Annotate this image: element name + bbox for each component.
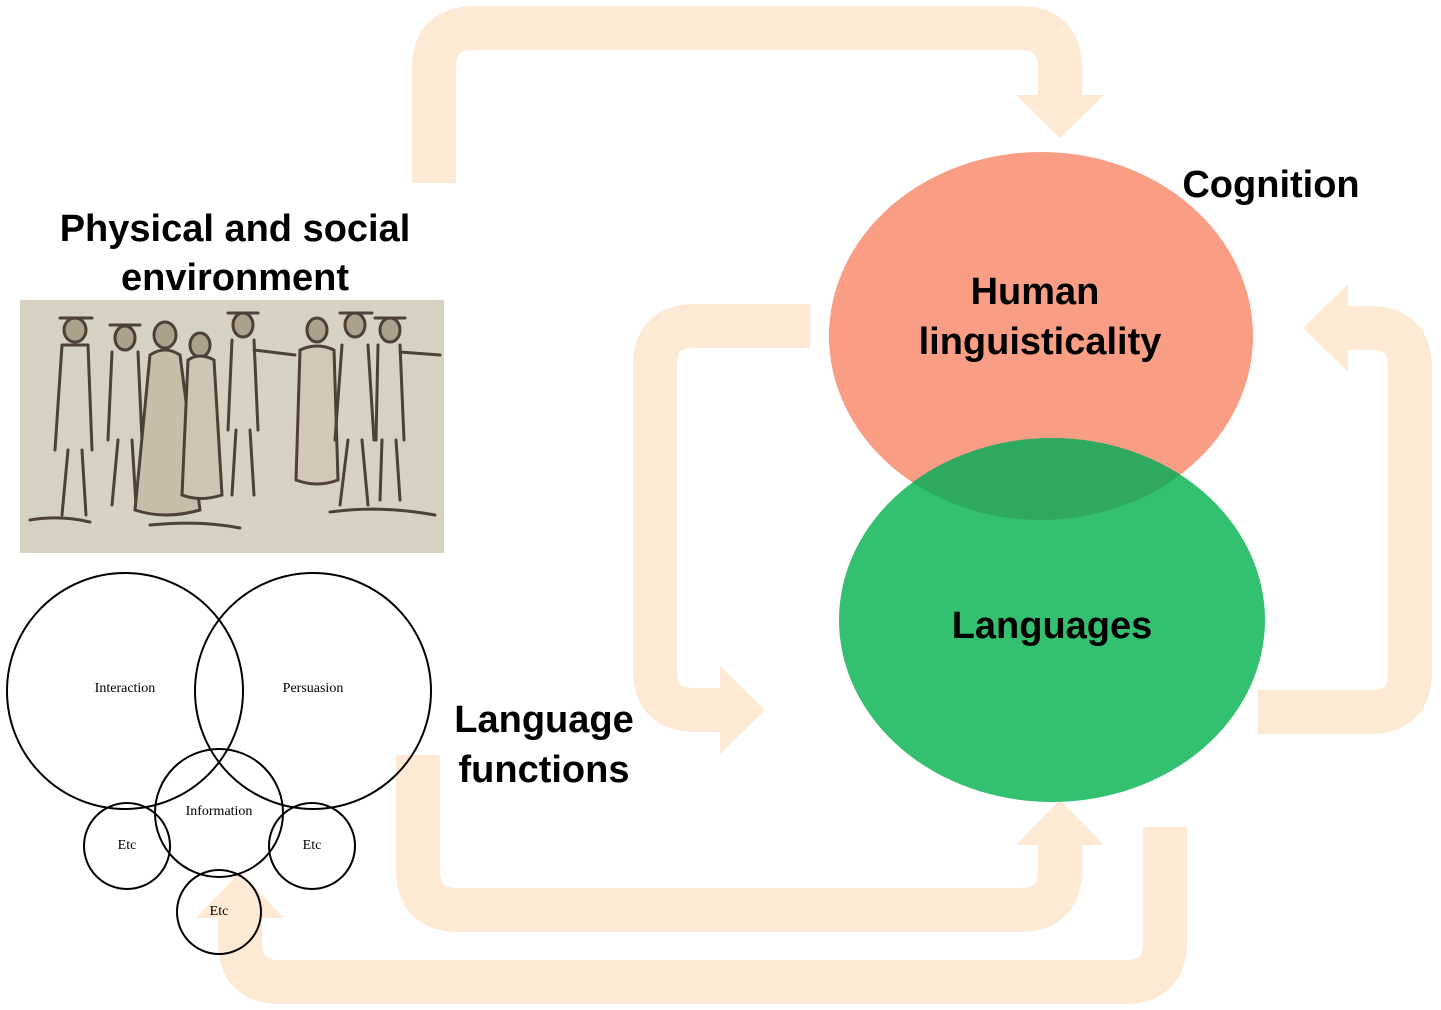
venn-etc-bottom-label: Etc [210,904,229,919]
arrow-languages-to-functions [218,827,1187,1004]
venn-etc-right-label: Etc [303,838,322,853]
arrow-head-right-inner [720,666,765,754]
environment-label-line2: environment [121,257,349,299]
human-label-line1: Human [971,271,1100,313]
environment-label-line1: Physical and social [60,208,411,250]
venn-etc-right-circle [268,802,356,890]
sketch-of-people-icon [20,300,444,553]
venn-persuasion-label: Persuasion [283,681,344,696]
arrow-head-left-right [1303,284,1348,372]
venn-interaction-label: Interaction [95,681,156,696]
functions-label-line2: functions [459,749,630,791]
arrow-head-up-outer [196,872,284,918]
arrow-head-up-bottom [1016,800,1104,845]
venn-information-label: Information [186,804,253,819]
venn-persuasion-circle [194,572,432,810]
venn-etc-left-label: Etc [118,838,137,853]
arrow-environment-to-cognition [412,6,1082,183]
human-label-line2: linguisticality [919,321,1162,363]
venn-etc-left-circle [83,802,171,890]
venn-etc-bottom-circle [176,869,262,955]
functions-label-line1: Language [454,699,633,741]
cognition-label: Cognition [1182,164,1359,206]
arrow-functions-to-languages [396,755,1082,932]
arrow-languages-to-human [1258,306,1432,734]
language-functions-venn [6,572,432,955]
flow-arrows [196,6,1432,1004]
human-linguisticality-ellipse [829,152,1253,520]
arrow-head-down-top [1016,95,1104,138]
cognition-ellipses [829,152,1265,802]
arrow-human-to-languages [633,304,810,732]
languages-ellipse [839,438,1265,802]
venn-interaction-circle [6,572,244,810]
languages-label: Languages [952,605,1153,647]
